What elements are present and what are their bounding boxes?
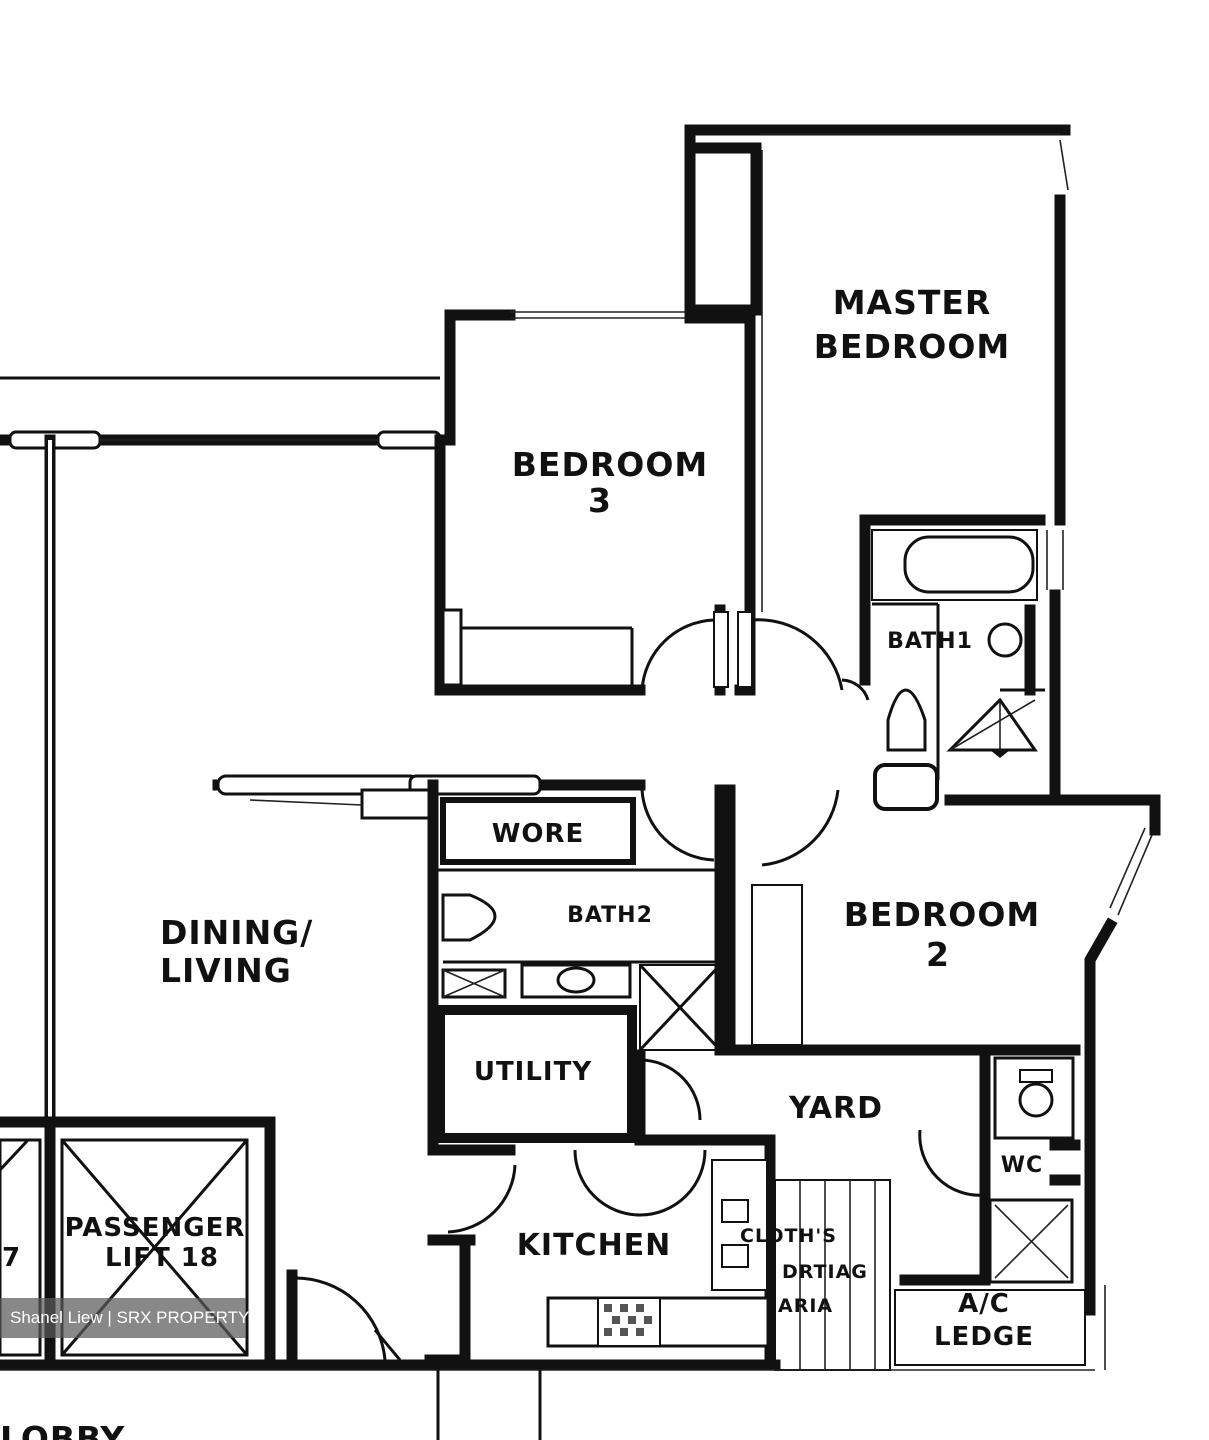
label-kitchen: KITCHEN [517, 1228, 672, 1263]
label-clothes-drying-2: DRTIAG [782, 1261, 868, 1283]
label-utility: UTILITY [474, 1057, 592, 1087]
label-bedroom3-2: 3 [588, 481, 612, 520]
label-passenger-lift-1: PASSENGER [65, 1213, 246, 1243]
label-ac-ledge-2: LEDGE [934, 1322, 1034, 1352]
label-dining-living-1: DINING/ [160, 913, 313, 952]
label-clothes-drying-3: ARIA [778, 1295, 833, 1317]
label-master-bedroom-2: BEDROOM [814, 327, 1010, 366]
label-master-bedroom-1: MASTER [833, 283, 992, 322]
label-dining-living-2: LIVING [160, 951, 292, 990]
walls [0, 124, 1161, 1440]
label-ac-ledge-1: A/C [958, 1289, 1010, 1319]
label-bath2: BATH2 [567, 903, 653, 928]
label-lift-partial: 7 [2, 1243, 21, 1273]
watermark-banner: Shanel Liew | SRX PROPERTY [0, 1298, 249, 1338]
label-wore: WORE [492, 819, 585, 849]
label-bedroom2-2: 2 [926, 935, 950, 974]
label-passenger-lift-2: LIFT 18 [105, 1243, 219, 1273]
label-lobby: LOBBY [0, 1419, 125, 1440]
label-bedroom2-1: BEDROOM [844, 895, 1040, 934]
room-labels: MASTER BEDROOM BEDROOM 3 BATH1 WORE BATH… [0, 283, 1043, 1440]
label-wc: WC [1001, 1153, 1043, 1178]
label-clothes-drying-1: CLOTH'S [740, 1225, 837, 1247]
door-swings [294, 618, 986, 1361]
label-yard: YARD [788, 1091, 883, 1126]
label-bath1: BATH1 [887, 629, 973, 654]
label-bedroom3-1: BEDROOM [512, 445, 708, 484]
